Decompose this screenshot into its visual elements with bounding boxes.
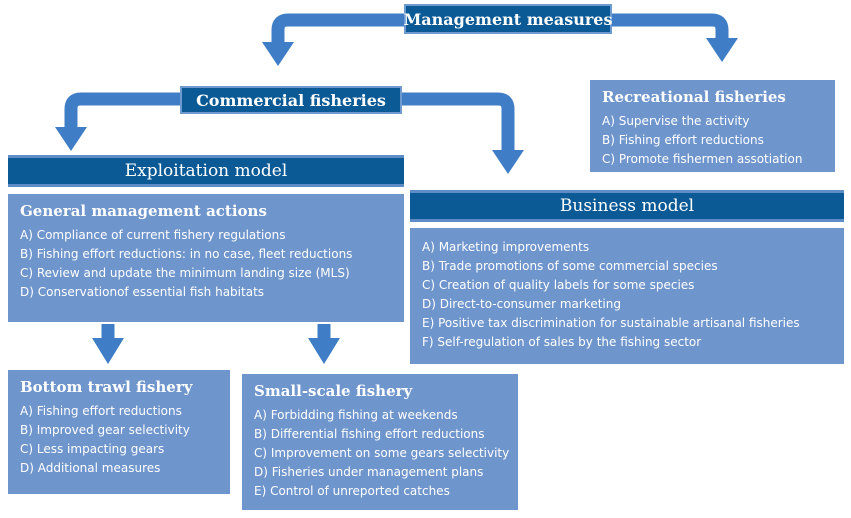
list-item: D) Conservationof essential fish habitat… xyxy=(20,285,265,299)
arrowhead-small-scale xyxy=(308,338,340,364)
arrowhead-commercial xyxy=(262,42,294,66)
bottom-trawl-fishery-title: Bottom trawl fishery xyxy=(20,378,193,396)
recreational-fisheries-box: Recreational fisheries A) Supervise the … xyxy=(590,80,835,172)
list-item: B) Fishing effort reductions: in no case… xyxy=(20,247,353,261)
list-item: A) Supervise the activity xyxy=(602,114,750,128)
general-management-actions-list: A) Compliance of current fishery regulat… xyxy=(20,226,392,302)
list-item: C) Improvement on some gears selectivity xyxy=(254,446,510,460)
list-item: A) Fishing effort reductions xyxy=(20,404,182,418)
small-scale-fishery-box: Small-scale fishery A) Forbidding fishin… xyxy=(242,374,518,510)
list-item: F) Self-regulation of sales by the fishi… xyxy=(422,335,702,349)
business-model-title: Business model xyxy=(559,196,695,216)
list-item: A) Marketing improvements xyxy=(422,240,590,254)
arrow-management-to-commercial xyxy=(271,13,406,44)
management-measures-title: Management measures xyxy=(403,9,613,29)
arrowhead-recreational xyxy=(706,38,738,62)
recreational-fisheries-title: Recreational fisheries xyxy=(602,88,786,106)
list-item: B) Fishing effort reductions xyxy=(602,133,764,147)
business-model-list: A) Marketing improvements B) Trade promo… xyxy=(422,238,832,352)
arrowhead-business xyxy=(492,150,524,174)
arrowhead-exploitation xyxy=(55,127,87,151)
arrow-commercial-to-business xyxy=(400,92,515,152)
list-item: B) Differential fishing effort reduction… xyxy=(254,427,485,441)
business-model-header: Business model xyxy=(410,190,844,222)
list-item: C) Creation of quality labels for some s… xyxy=(422,278,695,292)
arrow-management-to-recreational xyxy=(606,13,729,40)
small-scale-fishery-list: A) Forbidding fishing at weekends B) Dif… xyxy=(254,406,510,501)
bottom-trawl-fishery-list: A) Fishing effort reductions B) Improved… xyxy=(20,402,218,478)
list-item: B) Trade promotions of some commercial s… xyxy=(422,259,718,273)
list-item: C) Review and update the minimum landing… xyxy=(20,266,350,280)
bottom-trawl-fishery-box: Bottom trawl fishery A) Fishing effort r… xyxy=(8,370,230,494)
exploitation-model-title: Exploitation model xyxy=(124,161,288,181)
commercial-fisheries-header: Commercial fisheries xyxy=(180,86,402,114)
list-item: D) Fisheries under management plans xyxy=(254,465,484,479)
list-item: A) Compliance of current fishery regulat… xyxy=(20,228,286,242)
general-management-actions-box: General management actions A) Compliance… xyxy=(8,194,404,322)
list-item: C) Promote fishermen assotiation xyxy=(602,152,803,166)
arrowhead-bottom-trawl xyxy=(92,338,124,364)
exploitation-model-header: Exploitation model xyxy=(8,155,404,187)
business-model-box: A) Marketing improvements B) Trade promo… xyxy=(410,228,844,364)
list-item: D) Direct-to-consumer marketing xyxy=(422,297,621,311)
list-item: A) Forbidding fishing at weekends xyxy=(254,408,458,422)
list-item: E) Positive tax discrimination for susta… xyxy=(422,316,800,330)
arrow-commercial-to-exploitation xyxy=(64,92,182,129)
list-item: D) Additional measures xyxy=(20,461,161,475)
list-item: E) Control of unreported catches xyxy=(254,484,450,498)
general-management-actions-title: General management actions xyxy=(20,202,267,220)
recreational-fisheries-list: A) Supervise the activity B) Fishing eff… xyxy=(602,112,823,169)
small-scale-fishery-title: Small-scale fishery xyxy=(254,382,413,400)
list-item: C) Less impacting gears xyxy=(20,442,165,456)
commercial-fisheries-title: Commercial fisheries xyxy=(196,90,386,110)
management-measures-header: Management measures xyxy=(404,4,612,34)
list-item: B) Improved gear selectivity xyxy=(20,423,190,437)
